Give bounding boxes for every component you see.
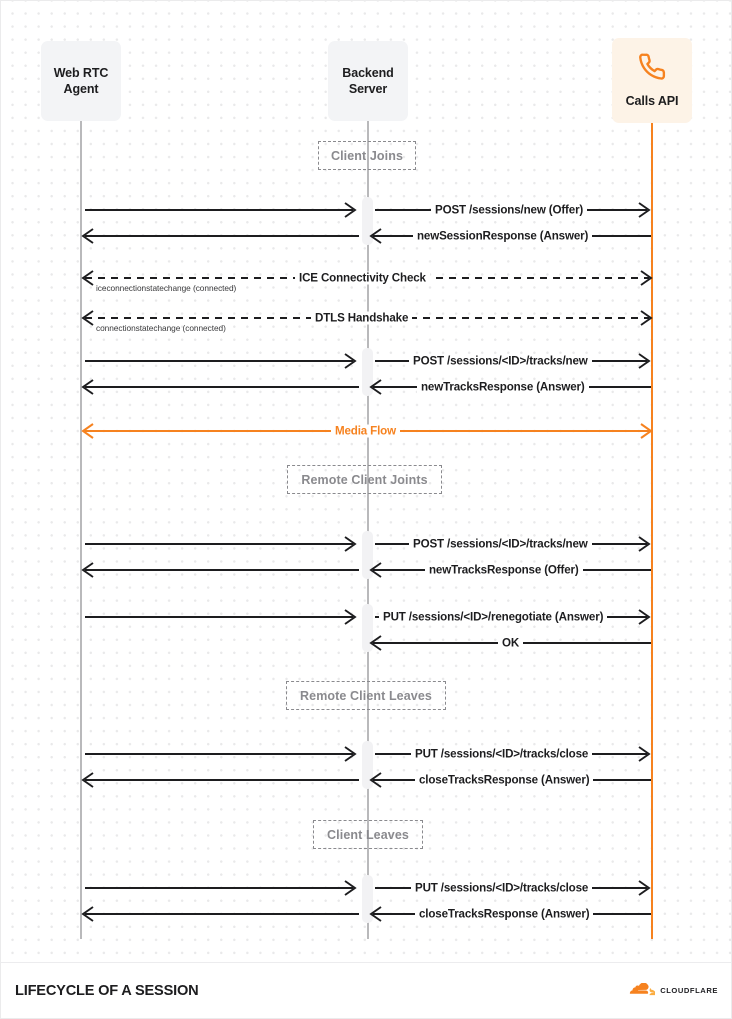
lifeline-web-rtc-agent — [80, 121, 82, 939]
section-remote-client-joints-label: Remote Client Joints — [301, 472, 428, 487]
message-dtls-handshake-label: DTLS Handshake — [311, 311, 413, 325]
section-client-leaves-label: Client Leaves — [327, 827, 409, 842]
message-client-put-tracks-close: PUT /sessions/<ID>/tracks/close — [1, 877, 731, 899]
activation-bar-remote-close — [362, 741, 373, 789]
message-new-session-response: newSessionResponse (Answer) — [1, 225, 731, 247]
activation-bar-client-joins — [362, 197, 373, 245]
phone-icon — [635, 52, 669, 87]
message-post-tracks-new-label: POST /sessions/<ID>/tracks/new — [409, 354, 592, 368]
message-ice-connectivity-check-sublabel: iceconnectionstatechange (connected) — [96, 283, 237, 293]
section-remote-client-joints: Remote Client Joints — [287, 465, 442, 494]
message-remote-close-tracks-response-label: closeTracksResponse (Answer) — [415, 773, 594, 787]
cloudflare-logo: CLOUDFLARE — [629, 982, 718, 999]
message-ice-connectivity-check: ICE Connectivity Check iceconnectionstat… — [1, 267, 731, 293]
message-new-tracks-response-answer: newTracksResponse (Answer) — [1, 376, 731, 398]
message-media-flow: Media Flow — [1, 420, 731, 442]
page-title: LIFECYCLE OF A SESSION — [15, 982, 199, 999]
lifeline-calls-api — [651, 123, 654, 939]
message-new-session-response-label: newSessionResponse (Answer) — [413, 229, 593, 243]
message-remote-post-tracks-new-label: POST /sessions/<ID>/tracks/new — [409, 537, 592, 551]
lifeline-backend-server — [367, 121, 369, 939]
section-client-joins: Client Joins — [318, 141, 416, 170]
section-client-joins-label: Client Joins — [330, 148, 404, 163]
actor-web-rtc-agent: Web RTC Agent — [41, 41, 121, 121]
activation-bar-remote-tracks-new — [362, 531, 373, 579]
cloudflare-cloud-icon — [630, 982, 656, 995]
message-dtls-handshake: DTLS Handshake connectionstatechange (co… — [1, 307, 731, 333]
message-post-sessions-new: POST /sessions/new (Offer) — [1, 199, 731, 221]
message-client-close-tracks-response-label: closeTracksResponse (Answer) — [415, 907, 594, 921]
section-remote-client-leaves: Remote Client Leaves — [286, 681, 446, 710]
message-post-tracks-new: POST /sessions/<ID>/tracks/new — [1, 350, 731, 372]
message-post-sessions-new-label: POST /sessions/new (Offer) — [431, 203, 588, 217]
message-new-tracks-response-offer-label: newTracksResponse (Offer) — [425, 563, 583, 577]
message-remote-put-tracks-close-label: PUT /sessions/<ID>/tracks/close — [411, 747, 593, 761]
activation-bar-renegotiate — [362, 604, 373, 652]
message-new-tracks-response-offer: newTracksResponse (Offer) — [1, 559, 731, 581]
message-remote-put-tracks-close: PUT /sessions/<ID>/tracks/close — [1, 743, 731, 765]
message-client-put-tracks-close-label: PUT /sessions/<ID>/tracks/close — [411, 881, 593, 895]
message-media-flow-label: Media Flow — [331, 424, 400, 438]
cloudflare-wordmark: CLOUDFLARE — [660, 986, 718, 995]
message-ok: OK — [1, 632, 731, 654]
actor-calls-api-label: Calls API — [625, 94, 679, 108]
section-client-leaves: Client Leaves — [313, 820, 423, 849]
message-put-renegotiate: PUT /sessions/<ID>/renegotiate (Answer) — [1, 606, 731, 628]
message-ok-label: OK — [498, 636, 524, 650]
actor-backend-server-label: Backend Server — [342, 65, 394, 97]
message-dtls-handshake-sublabel: connectionstatechange (connected) — [96, 323, 226, 333]
activation-bar-tracks-new — [362, 348, 373, 396]
message-remote-post-tracks-new: POST /sessions/<ID>/tracks/new — [1, 533, 731, 555]
message-client-close-tracks-response: closeTracksResponse (Answer) — [1, 903, 731, 925]
actor-calls-api: Calls API — [612, 38, 692, 123]
actor-backend-server: Backend Server — [328, 41, 408, 121]
footer: LIFECYCLE OF A SESSION CLOUDFLARE — [1, 962, 731, 1018]
message-remote-close-tracks-response: closeTracksResponse (Answer) — [1, 769, 731, 791]
message-ice-connectivity-check-label: ICE Connectivity Check — [295, 271, 430, 285]
actor-web-rtc-agent-label: Web RTC Agent — [53, 65, 109, 97]
activation-bar-client-close — [362, 875, 373, 923]
section-remote-client-leaves-label: Remote Client Leaves — [300, 688, 432, 703]
message-put-renegotiate-label: PUT /sessions/<ID>/renegotiate (Answer) — [379, 610, 608, 624]
message-new-tracks-response-answer-label: newTracksResponse (Answer) — [417, 380, 589, 394]
